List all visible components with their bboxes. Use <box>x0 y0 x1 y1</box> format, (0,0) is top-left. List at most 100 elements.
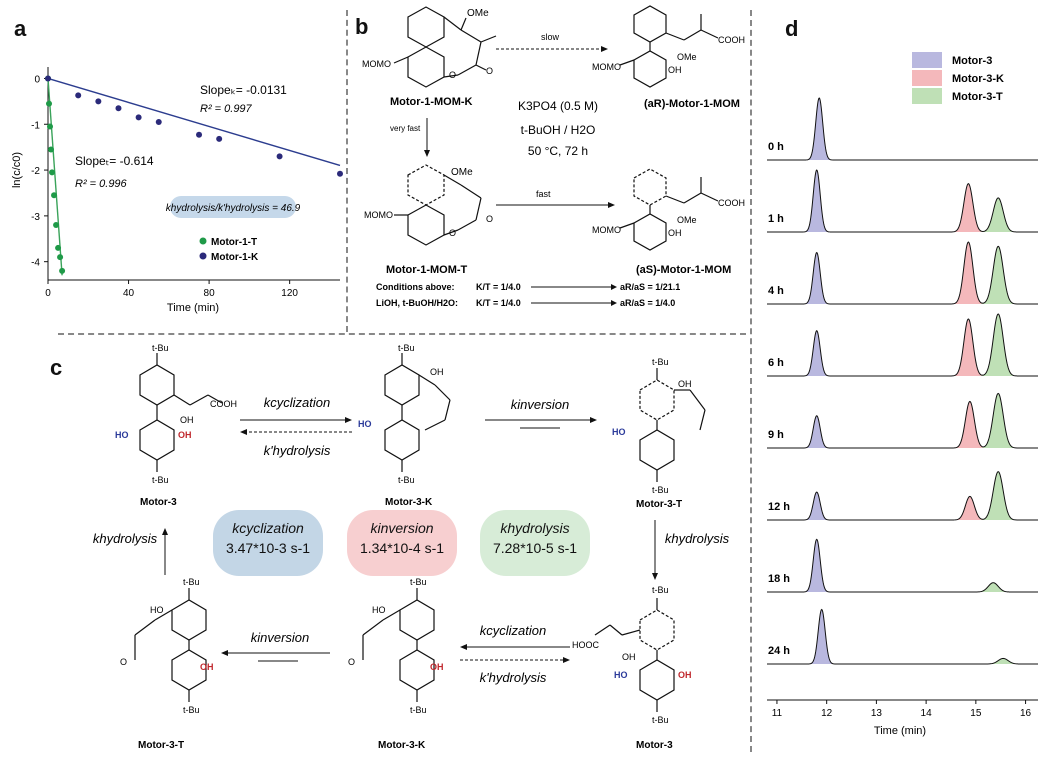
legend-k-label: Motor-1-K <box>211 252 259 263</box>
panel-b-scheme: OMe MOMO O O Motor-1-MOM-K OMe MOMO O O … <box>362 5 745 308</box>
trace-line <box>767 97 1038 161</box>
data-point <box>216 135 223 142</box>
trace-label: 6 h <box>768 357 784 369</box>
oh-4: OH <box>430 367 444 377</box>
data-point <box>48 146 55 153</box>
k-inversion-top: kinversion <box>511 397 570 412</box>
o-label-1: O <box>449 70 456 80</box>
pill-cyclization: kcyclization 3.47*10-3 s-1 <box>213 510 323 576</box>
ome-label-1: OMe <box>467 8 489 19</box>
compound-motor-3-a: Motor-3 <box>140 497 177 508</box>
legend-motor-3-label: Motor-3 <box>952 55 992 67</box>
peak-fill <box>983 658 1024 664</box>
peak-fill <box>950 242 987 304</box>
x-axis-label: Time (min) <box>167 302 219 314</box>
k-hydrolysis-prime-top: k'hydrolysis <box>264 443 331 458</box>
panel-a-marks <box>45 75 343 276</box>
legend-t-marker <box>199 237 207 245</box>
y-tick-label: -2 <box>31 166 40 177</box>
compound-motor-1-mom-t: Motor-1-MOM-T <box>386 264 468 276</box>
x-tick-label: 120 <box>281 288 298 299</box>
pill-inversion-value: 1.34*10-4 s-1 <box>359 540 445 556</box>
very-fast-label: very fast <box>390 124 421 133</box>
tbu-1: t-Bu <box>152 343 169 353</box>
trace-label: 4 h <box>768 285 784 297</box>
separator-ab <box>346 10 348 332</box>
pill-cyclization-title: kcyclization <box>232 520 304 536</box>
data-point <box>337 170 343 177</box>
data-point <box>115 105 122 112</box>
data-point <box>51 192 58 199</box>
d-x-tick-label: 14 <box>921 708 933 719</box>
cooh-3: COOH <box>210 399 237 409</box>
tbu-9: t-Bu <box>410 577 427 587</box>
tbu-4: t-Bu <box>398 475 415 485</box>
data-point <box>53 222 60 229</box>
pill-cyclization-value: 3.47*10-3 s-1 <box>225 540 311 556</box>
pill-hydrolysis-value: 7.28*10-5 s-1 <box>492 540 578 556</box>
oh-6: OH <box>622 652 636 662</box>
data-point <box>49 169 56 176</box>
trace-label: 12 h <box>768 501 790 513</box>
peak-fill <box>950 318 987 376</box>
panel-letter-b: b <box>355 14 369 39</box>
peak-fill <box>951 496 988 520</box>
data-point <box>196 131 203 138</box>
x-tick-label: 40 <box>123 288 135 299</box>
fit-line-0 <box>47 78 63 276</box>
o-label-2: O <box>486 66 493 76</box>
oh-red-2: OH <box>200 662 214 672</box>
y-tick-label: -3 <box>31 212 40 223</box>
legend-motor-3-k-swatch <box>912 70 942 86</box>
peak-fill <box>802 492 831 520</box>
pill-inversion: kinversion 1.34*10-4 s-1 <box>347 510 457 576</box>
data-point <box>46 100 53 107</box>
table-rs-1: aR/aS = 1/21.1 <box>620 282 680 292</box>
tbu-12: t-Bu <box>652 715 669 725</box>
tbu-11: t-Bu <box>652 585 669 595</box>
trace-line <box>767 608 1038 665</box>
o-label-3: O <box>449 228 456 238</box>
peak-fill <box>802 539 831 592</box>
tbu-8: t-Bu <box>183 705 200 715</box>
trace-label: 9 h <box>768 429 784 441</box>
momo-label-2: MOMO <box>364 210 393 220</box>
pill-hydrolysis: khydrolysis 7.28*10-5 s-1 <box>480 510 590 576</box>
legend-motor-3-k-label: Motor-3-K <box>952 73 1004 85</box>
k-hydrolysis-left: khydrolysis <box>93 531 158 546</box>
panel-c-scheme: t-Bu t-Bu COOH OH HO OH Motor-3 t-Bu t-B… <box>93 343 730 751</box>
trace-line <box>767 471 1038 521</box>
d-x-tick-label: 15 <box>970 708 982 719</box>
peak-fill <box>951 401 988 448</box>
momo-label-4: MOMO <box>592 225 621 235</box>
compound-ar: (aR)-Motor-1-MOM <box>644 98 740 110</box>
separator-cd <box>750 10 752 752</box>
trace-label: 0 h <box>768 141 784 153</box>
o-label-4: O <box>486 214 493 224</box>
table-cond-2: LiOH, t-BuOH/H2O: <box>376 298 458 308</box>
compound-motor-3-t-a: Motor-3-T <box>636 499 682 510</box>
peak-fill <box>978 471 1019 520</box>
y-tick-label: -1 <box>31 120 40 131</box>
data-point <box>155 118 162 125</box>
molecule-motor-3-bottom <box>594 598 675 712</box>
ho-blue-2: HO <box>358 419 372 429</box>
molecule-ar-motor-1-mom <box>619 5 719 88</box>
r2-k-label: R² = 0.997 <box>200 103 253 115</box>
x-tick-label: 0 <box>45 288 51 299</box>
k-cyclization-bottom: kcyclization <box>480 623 546 638</box>
momo-label-3: MOMO <box>592 62 621 72</box>
cond-1: K3PO4 (0.5 M) <box>518 99 598 113</box>
y-axis-label: ln(c/c0) <box>11 152 23 188</box>
legend-d: Motor-3 Motor-3-K Motor-3-T <box>912 52 1004 104</box>
r2-t-label: R² = 0.996 <box>75 178 128 190</box>
y-tick-label: -4 <box>31 258 40 269</box>
d-x-tick-label: 16 <box>1020 708 1032 719</box>
tbu-10: t-Bu <box>410 705 427 715</box>
peak-fill <box>802 415 831 448</box>
table-kt-2: K/T = 1/4.0 <box>476 298 521 308</box>
trace-line <box>767 241 1038 305</box>
d-x-tick-label: 12 <box>821 708 833 719</box>
compound-motor-1-mom-k: Motor-1-MOM-K <box>390 96 473 108</box>
separator-bc <box>58 333 746 335</box>
